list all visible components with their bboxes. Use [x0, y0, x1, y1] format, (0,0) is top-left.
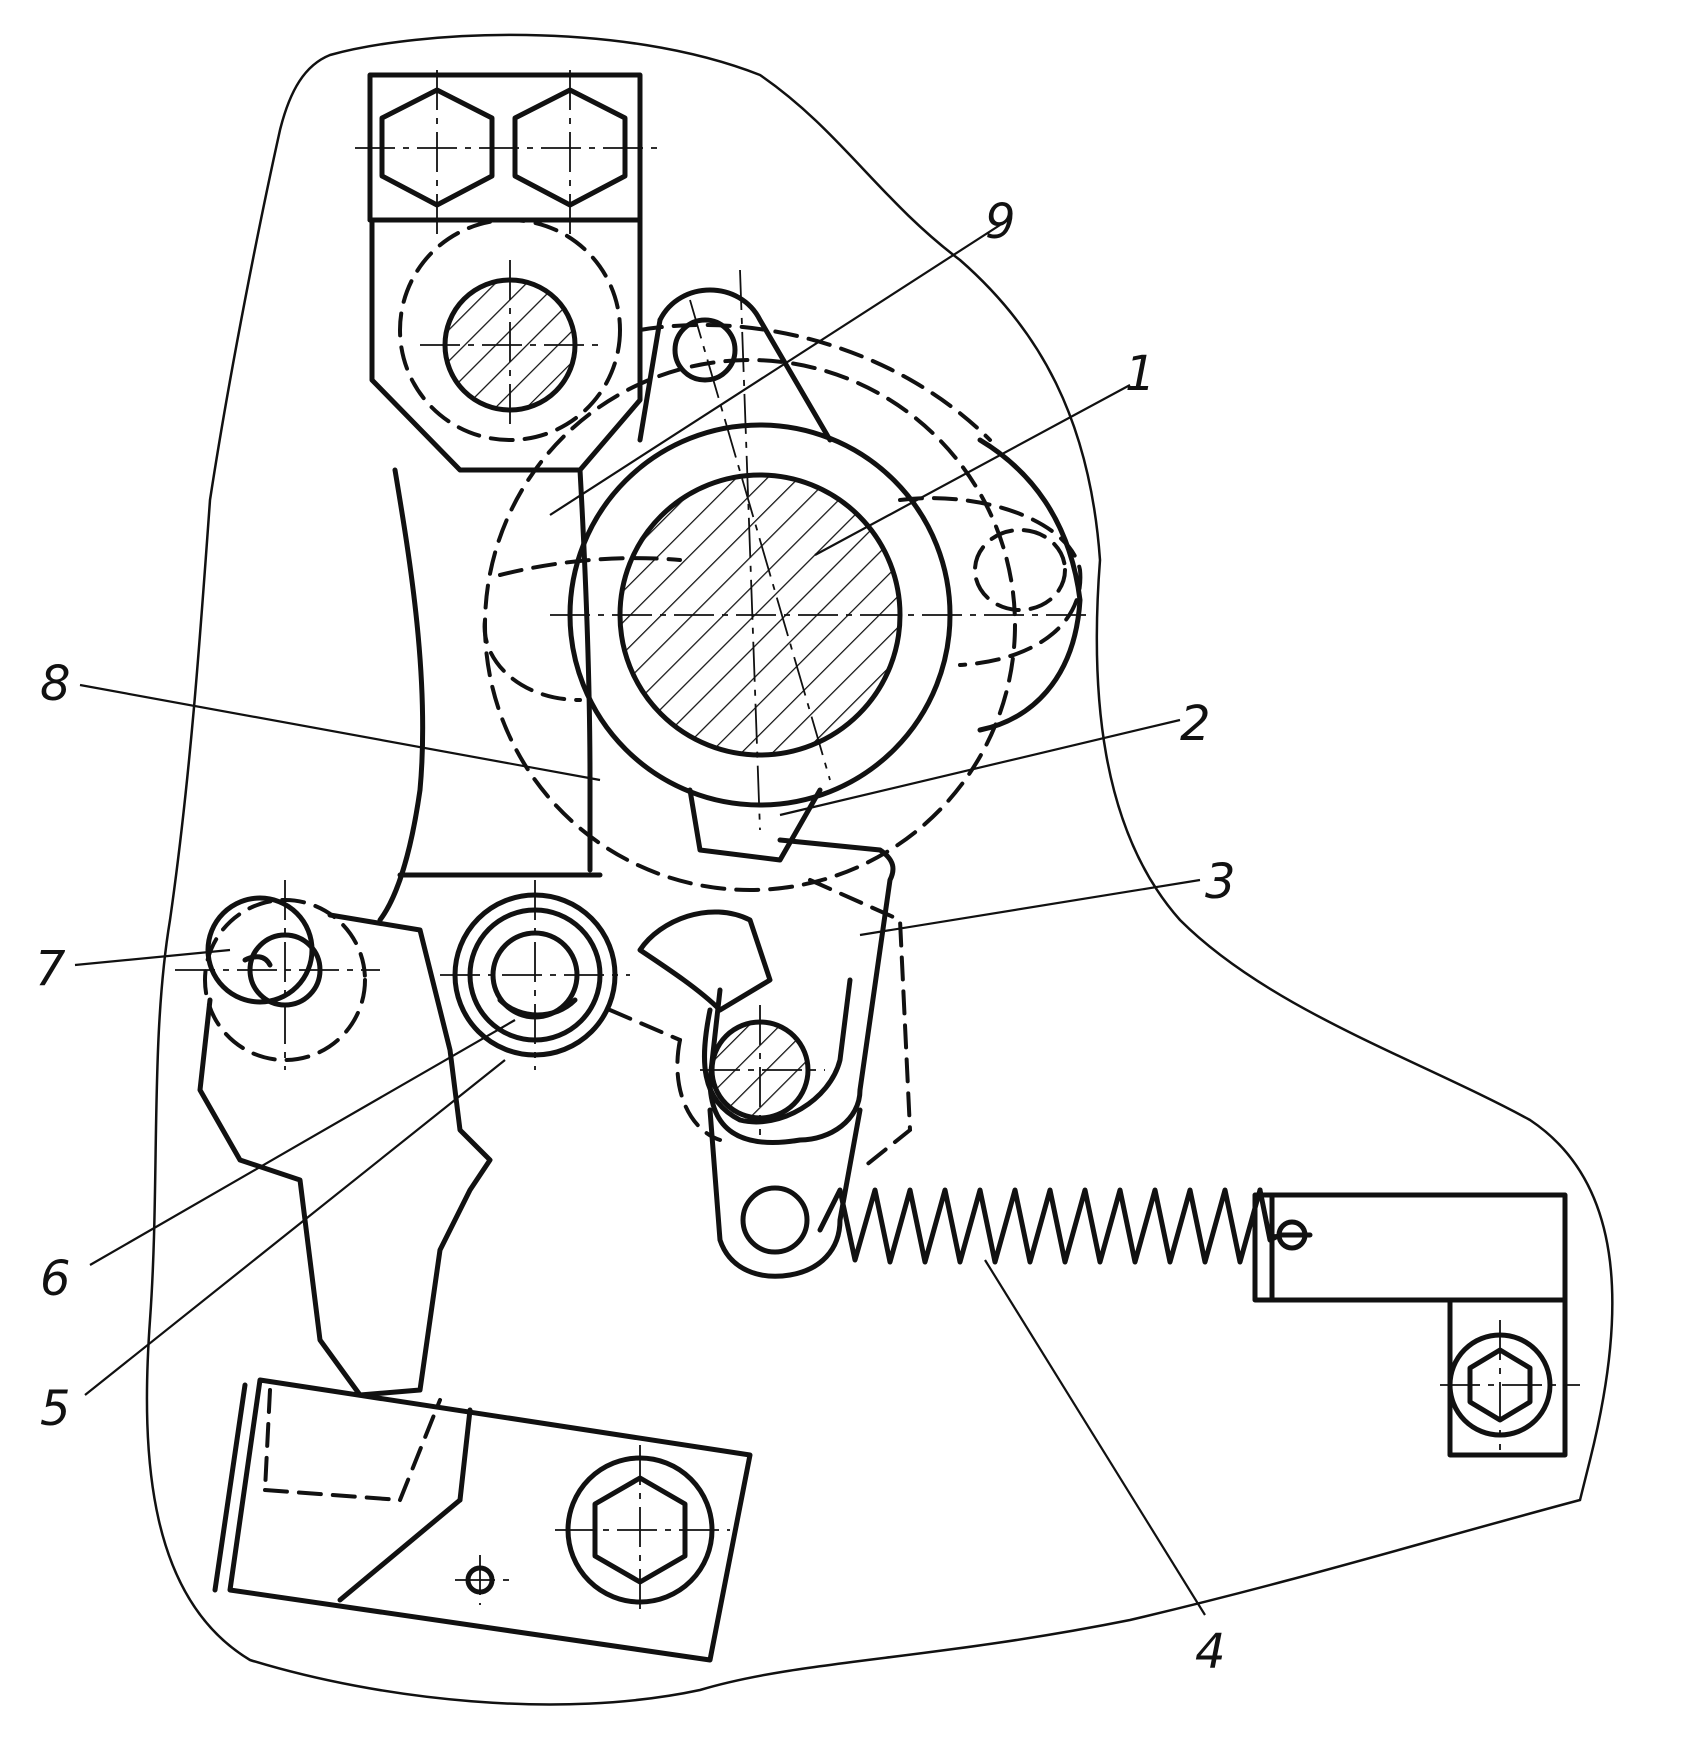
spring-anchor-bracket [1252, 1192, 1580, 1458]
callout-2: 2 [1180, 696, 1211, 752]
upper-bracket [369, 217, 643, 473]
callout-6: 6 [40, 1251, 71, 1307]
callout-8: 8 [40, 656, 71, 712]
center-pivot [440, 880, 722, 1142]
top-bracket [355, 70, 660, 235]
callout-3: 3 [1205, 854, 1236, 910]
callout-5: 5 [40, 1381, 71, 1437]
leader-lines [74, 224, 1206, 1616]
housing-outline [145, 33, 1614, 1706]
tension-spring [817, 1187, 1313, 1265]
left-linkage-plate [197, 912, 493, 1398]
lower-pawl [707, 1107, 863, 1279]
left-pivot [175, 880, 380, 1070]
callout-1: 1 [1125, 346, 1156, 402]
callout-4: 4 [1195, 1624, 1226, 1680]
callout-labels: 9 1 2 3 8 7 6 5 4 [35, 194, 1236, 1680]
callout-9: 9 [985, 194, 1016, 250]
lever-arm [377, 467, 603, 923]
callout-7: 7 [35, 941, 66, 997]
main-shaft-assembly [482, 269, 1090, 892]
latch-plate [637, 837, 913, 1172]
bottom-bracket [212, 1377, 753, 1663]
